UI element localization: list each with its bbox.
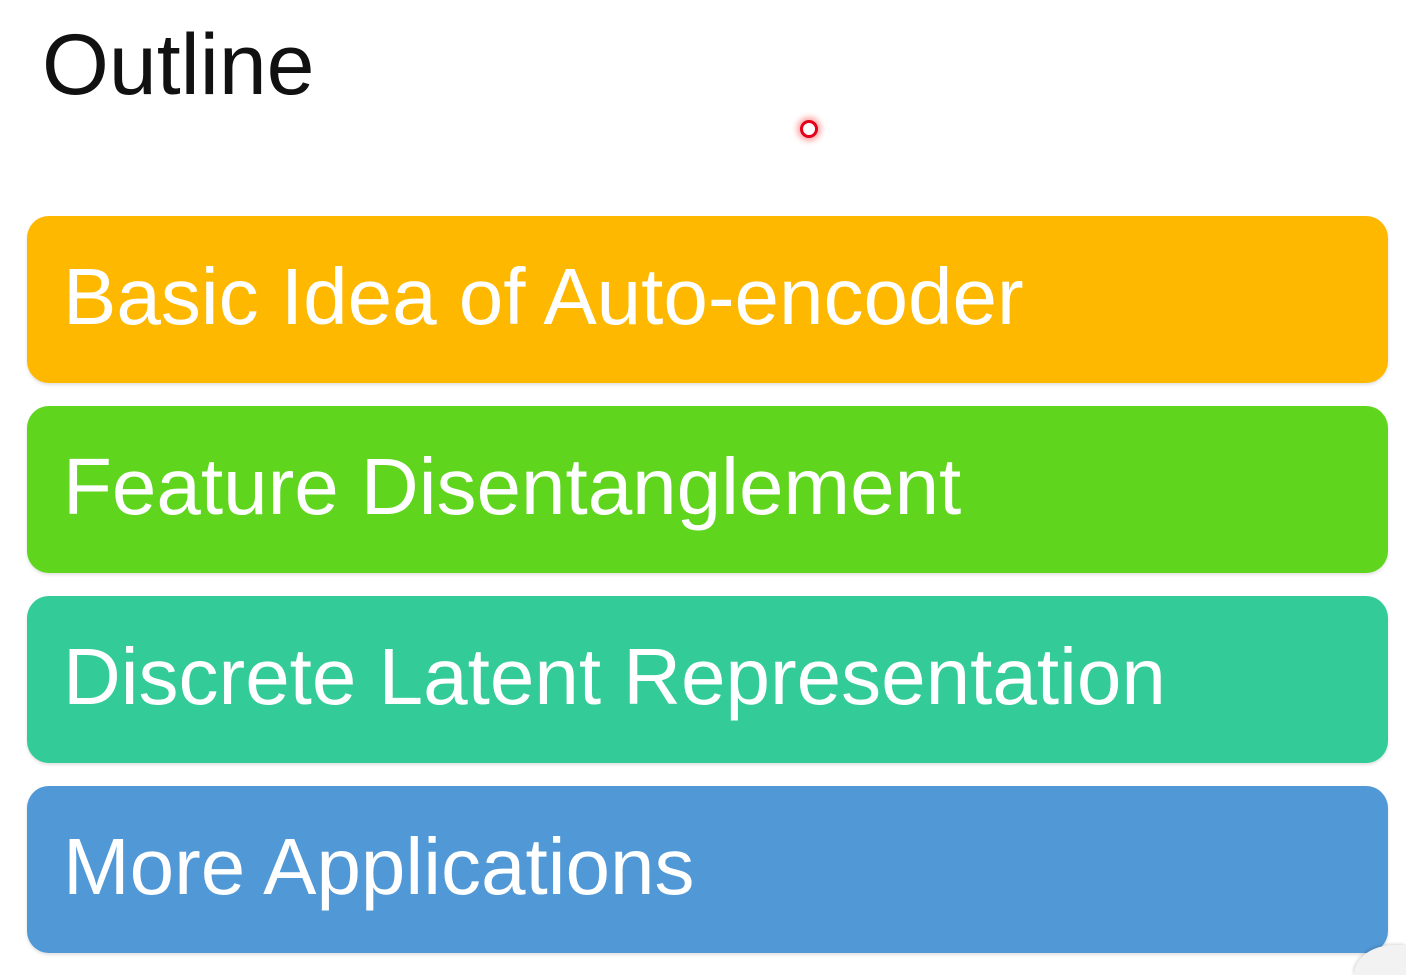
outline-list: Basic Idea of Auto-encoder Feature Disen…: [27, 216, 1388, 953]
outline-item-feature-disentanglement: Feature Disentanglement: [27, 406, 1388, 573]
laser-pointer-icon: [800, 120, 818, 138]
outline-item-label: Basic Idea of Auto-encoder: [63, 251, 1024, 341]
outline-item-label: Feature Disentanglement: [63, 441, 962, 531]
outline-item-label: Discrete Latent Representation: [63, 631, 1166, 721]
outline-item-label: More Applications: [63, 821, 695, 911]
outline-item-more-applications: More Applications: [27, 786, 1388, 953]
outline-item-discrete-latent: Discrete Latent Representation: [27, 596, 1388, 763]
outline-item-basic-idea: Basic Idea of Auto-encoder: [27, 216, 1388, 383]
slide-title: Outline: [42, 17, 315, 113]
